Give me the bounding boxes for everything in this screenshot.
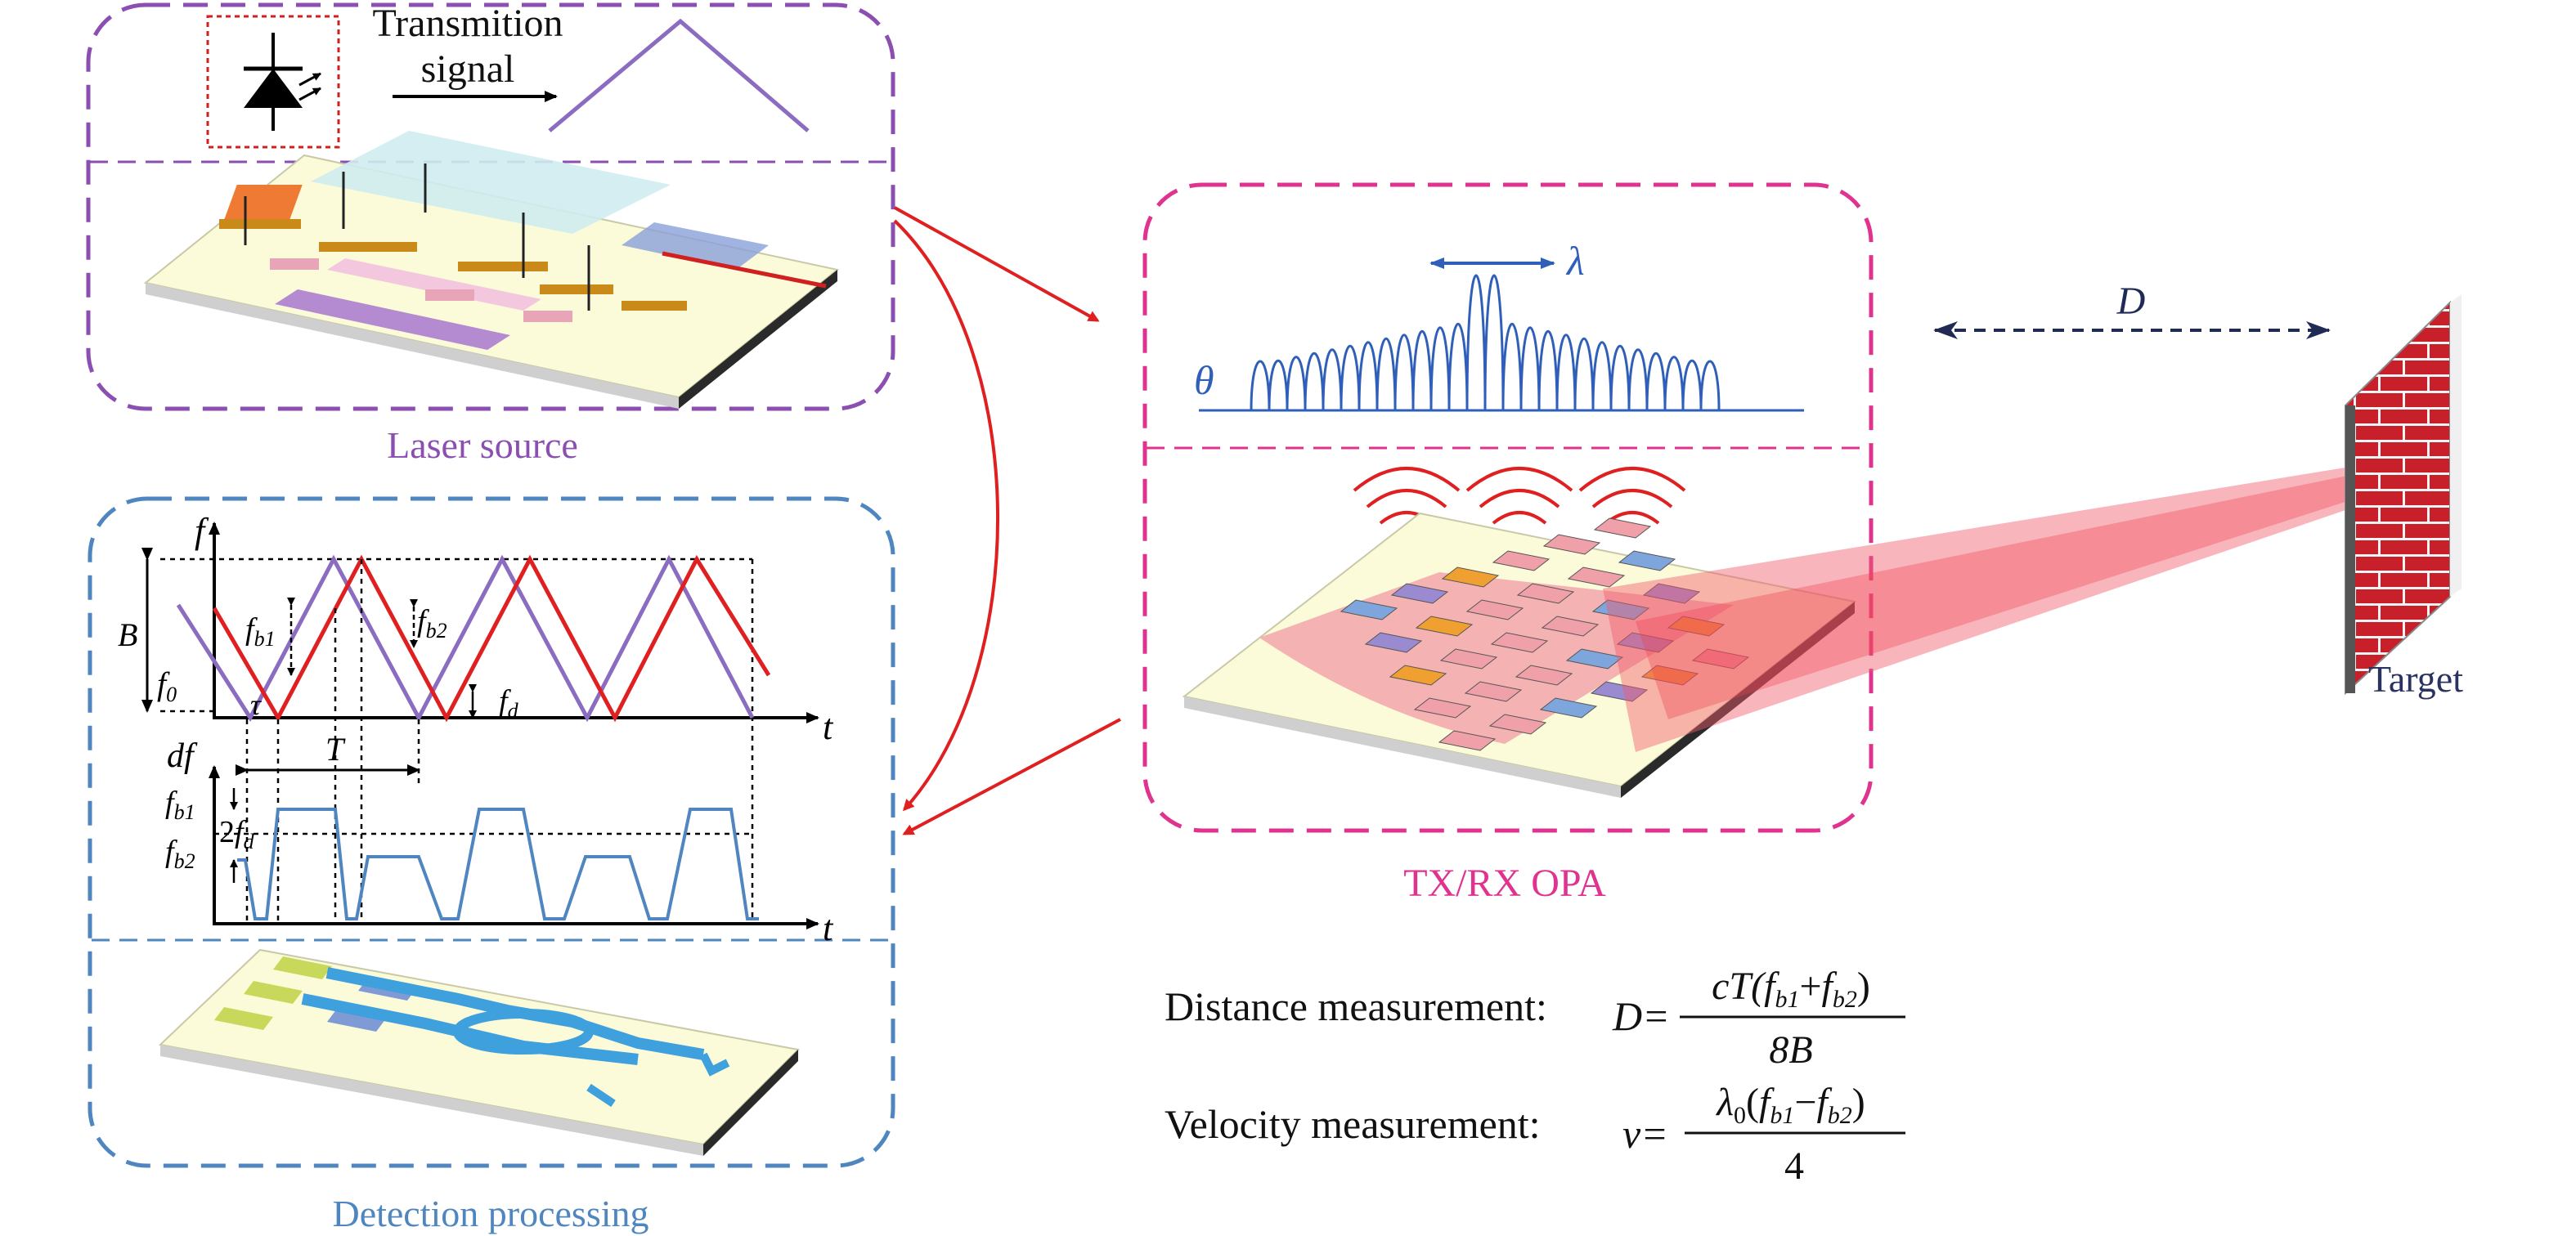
laser-chip-illustration [143,131,840,409]
fb2-label-upper: fb2 [417,604,447,643]
opa-chip-illustration [1182,512,1857,798]
velocity-formula-lhs: v= [1622,1111,1668,1157]
opa-phase-block [1390,583,1449,604]
distance-label: D [2116,280,2146,323]
theta-label: θ [1194,357,1214,403]
f0-label: f0 [157,665,177,706]
two-fd-label: 2fd [219,815,255,853]
transmission-signal-label-line2: signal [421,47,515,91]
transmission-triangle-wave [548,18,810,132]
tx-signal-wave [212,554,771,723]
opa-phase-block [1640,665,1699,686]
laser-to-detection-arrow [893,219,999,812]
opa-phase-block [1591,599,1650,620]
beam-pattern-lobes [1250,274,1721,411]
distance-formula: Distance measurement: D= cT(fb1+fb2) 8B [1165,965,1905,1072]
opa-phase-block [1593,517,1652,539]
distance-formula-text: Distance measurement: [1165,983,1547,1029]
opa-phase-block [1492,550,1551,571]
opa-phase-block [1590,681,1649,702]
opa-phase-shifter-array [1340,517,1750,751]
opa-phase-block [1667,616,1726,637]
transmission-signal-label-line1: Transmition [373,2,563,45]
opa-phase-block [1516,583,1575,604]
opa-phase-block [1464,681,1523,702]
opa-to-detection-arrow [902,718,1121,835]
laser-beam [1603,466,2355,752]
upper-guide-lines [160,558,754,924]
t-axis-lower-label: t [823,908,834,948]
opa-phase-block [1340,599,1398,620]
opa-phase-block [1415,616,1474,637]
fb2-label-lower: fb2 [165,835,195,873]
opa-phase-block [1438,730,1497,751]
detection-processing-title: Detection processing [332,1193,648,1234]
opa-phase-block [1642,583,1701,604]
distance-formula-numerator: cT(fb1+fb2) [1712,965,1870,1013]
distance-formula-denominator: 8B [1769,1028,1812,1072]
df-axis-label: df [167,737,198,775]
opa-title: TX/RX OPA [1403,862,1606,905]
lambda-label: λ [1565,238,1585,284]
opa-phase-block [1541,616,1600,637]
detection-processing-frame [88,496,895,1168]
detection-chip-illustration [158,948,801,1156]
opa-phase-block [1567,566,1626,588]
beat-frequency-trace [237,808,759,920]
fd-label: fd [499,684,519,723]
laser-diode-icon [206,15,340,149]
opa-phase-block [1616,632,1675,653]
laser-source-frame [86,2,895,411]
fb1-label-upper: fb1 [245,612,276,651]
distance-formula-lhs: D= [1612,993,1670,1039]
flow-arrows [893,206,1121,835]
laser-source-panel: Transmition signal [86,2,895,466]
detection-processing-panel: f t B f0 fb1 fb2 τ fd T [88,496,895,1234]
fb1-label-lower: fb1 [165,786,195,824]
emission-wave-icons [1353,467,1686,525]
opa-phase-block [1618,550,1676,571]
velocity-formula-denominator: 4 [1784,1144,1804,1188]
opa-phase-block [1565,648,1624,670]
t-axis-upper-label: t [823,707,834,747]
tau-label: τ [250,688,262,721]
velocity-formula: Velocity measurement: v= λ0(fb1−fb2) 4 [1165,1081,1905,1188]
opa-phase-block [1441,566,1500,588]
opa-phase-block [1515,665,1573,686]
opa-phase-block [1542,534,1601,555]
target-wall-icon [2345,294,2462,696]
f-axis-label: f [195,511,209,551]
target-title: Target [2368,658,2463,700]
opa-phase-block [1490,632,1549,653]
velocity-formula-numerator: λ0(fb1−fb2) [1715,1081,1865,1129]
opa-panel: θ λ [1142,182,1874,833]
laser-to-opa-arrow [894,206,1100,322]
velocity-formula-text: Velocity measurement: [1165,1101,1541,1147]
opa-phase-block [1413,697,1472,719]
frequency-chirp-chart: f t B f0 fb1 fb2 τ fd T [118,511,834,924]
opa-phase-block [1691,648,1750,670]
opa-phase-block [1389,665,1447,686]
opa-frame [1142,182,1874,833]
beat-frequency-chart: df t fb1 fb2 2fd [165,737,834,948]
bandwidth-label: B [118,616,137,653]
opa-phase-block [1364,632,1423,653]
opa-phase-block [1488,714,1547,735]
opa-phase-block [1465,599,1524,620]
opa-phase-block [1539,697,1598,719]
opa-phase-block [1439,648,1498,670]
laser-source-title: Laser source [387,424,578,466]
